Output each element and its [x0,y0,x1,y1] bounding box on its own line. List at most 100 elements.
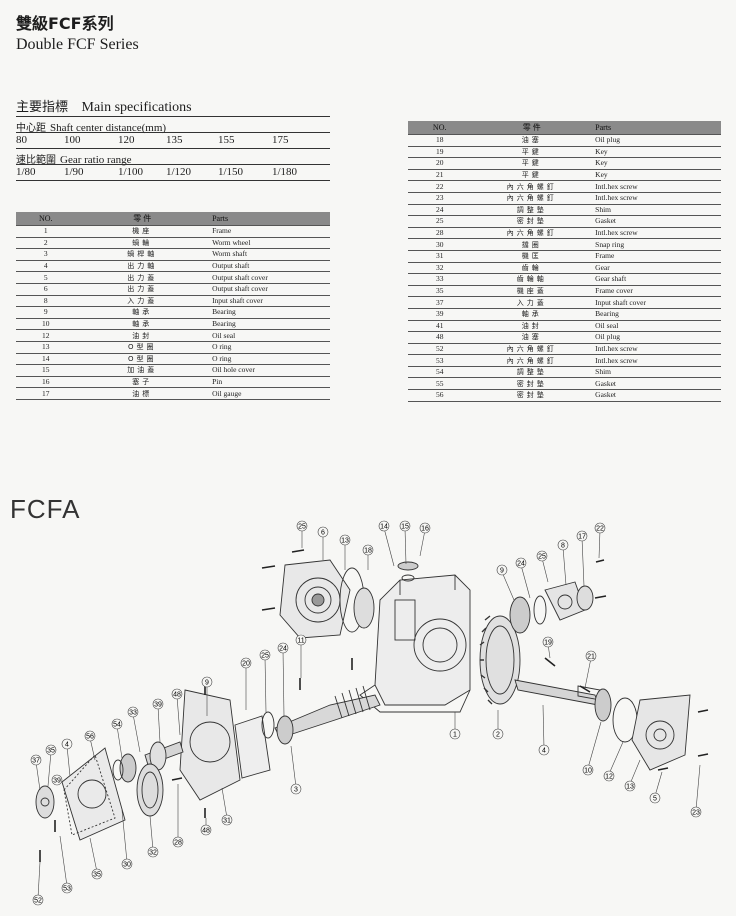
center-distance-label-en: Shaft center distance(mm) [50,122,167,134]
callout-label: 39 [53,777,61,784]
callout-label: 37 [32,757,40,764]
callout-circle [690,806,702,818]
callout-label: 6 [321,529,325,536]
callout-circle [582,764,594,776]
cell-cn: 機座蓋 [471,285,593,298]
cell-en: Intl.hex screw [592,227,721,240]
cell-no: 13 [16,341,76,354]
callout-circle [221,814,233,826]
cell-no: 5 [16,271,76,284]
cell-cn: 塞子 [75,376,210,389]
gasket-flange [234,715,271,779]
callout-circle [378,520,390,532]
center-distance-value: 100 [64,134,81,146]
cell-no: 21 [408,169,472,182]
cell-en: Intl.hex screw [592,343,721,356]
callout-label: 3 [294,786,298,793]
cell-en: Snap ring [592,238,721,251]
callout-label: 11 [297,637,304,644]
gear-shaft [144,741,184,771]
cell-no: 10 [16,318,76,331]
callout-label: 53 [63,885,71,892]
callout-circle [121,858,133,870]
callout-label: 13 [341,537,349,544]
cell-en: Output shaft cover [209,283,330,296]
callout-label: 9 [500,567,504,574]
bearing-small [276,715,294,745]
gear-ratio-value: 1/90 [64,166,84,178]
cell-en: Gear shaft [592,273,721,286]
input-cover-left [35,785,55,819]
cell-cn: 調整墊 [471,204,593,217]
oil-gauge [401,574,415,582]
callout-circle [594,522,606,534]
intermediate-frame [179,689,241,801]
cell-en: Input shaft cover [592,296,721,309]
main-housing [359,574,471,713]
cell-en: Bearing [592,308,721,321]
callout-circle [111,718,123,730]
cell-cn: 擋圈 [471,238,593,251]
exploded-diagram: 2561318141516924258172219112120252494839… [30,520,709,906]
cell-cn: O型圈 [75,353,210,366]
oil-hole-cover [397,561,419,571]
cell-cn: 油標 [75,387,210,400]
callout-label: 31 [223,817,231,824]
cell-en: Oil plug [592,134,721,147]
model-title: FCFA [10,494,81,524]
cell-cn: 齒輪 [471,262,593,275]
seal-small [261,711,275,739]
cell-no: 52 [408,343,472,356]
callout-label: 10 [584,767,592,774]
center-distance-value: 175 [272,134,289,146]
callout-circle [147,846,159,858]
callout-label: 30 [123,861,131,868]
cell-en: Gasket [592,389,721,402]
cell-en: Key [592,169,721,182]
callout-label: 24 [517,560,525,567]
cell-en: Output shaft cover [209,271,330,284]
cell-en: Input shaft cover [209,295,330,308]
callout-label: 48 [173,691,181,698]
callout-label: 2 [496,731,500,738]
output-shaft [514,679,601,706]
cell-no: 55 [408,377,472,391]
cell-no: 12 [16,329,76,342]
callout-circle [277,642,289,654]
callout-circle [585,650,597,662]
callout-circle [649,792,661,804]
cell-no: 25 [408,215,472,228]
callout-label: 54 [113,721,121,728]
spec-rule [16,164,330,165]
callout-label: 48 [202,827,210,834]
cell-no: 8 [16,295,76,308]
cell-cn: 軸承 [75,306,210,319]
callout-circle [91,868,103,880]
center-distance-value: 155 [218,134,235,146]
cell-cn: 油塞 [471,134,593,147]
col-parts: Parts [592,121,721,135]
cell-no: 30 [408,238,472,251]
cell-cn: 齒輪軸 [471,273,593,286]
callout-label: 12 [605,773,613,780]
cell-no: 17 [16,387,76,400]
callout-label: 39 [154,701,162,708]
cell-en: O ring [209,341,330,354]
center-distance-value: 120 [118,134,135,146]
callout-label: 23 [692,809,700,816]
